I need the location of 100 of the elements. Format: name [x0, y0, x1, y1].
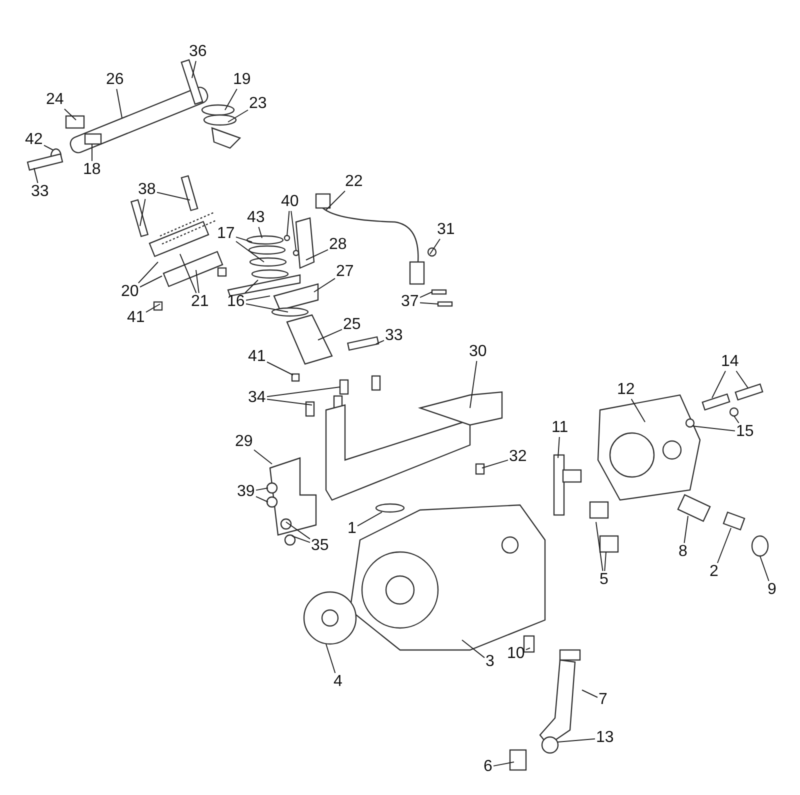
callout-number: 4	[332, 673, 344, 691]
leader-line	[318, 328, 342, 340]
callout-number: 26	[105, 71, 125, 89]
callout-number: 13	[595, 729, 615, 747]
callout-number: 2	[708, 563, 720, 581]
leader-line	[430, 238, 440, 254]
leader-line	[236, 240, 264, 262]
leader-line	[736, 370, 748, 388]
leader-line	[420, 302, 438, 304]
callout-number: 12	[616, 381, 636, 399]
callout-number: 40	[280, 193, 300, 211]
leader-line	[44, 144, 54, 150]
leader-line	[254, 449, 272, 464]
leader-line	[526, 648, 530, 650]
callout-number: 8	[678, 543, 688, 561]
callout-number: 16	[226, 293, 246, 311]
callout-number: 7	[598, 691, 608, 709]
leader-line	[292, 536, 310, 543]
callout-number: 11	[550, 419, 570, 437]
leader-line	[256, 488, 268, 491]
callout-number: 27	[335, 263, 355, 281]
leader-line	[493, 762, 514, 766]
callout-number: 38	[137, 181, 157, 199]
leader-line	[582, 690, 598, 698]
leader-line	[246, 296, 270, 301]
callout-number: 35	[310, 537, 330, 555]
callout-number: 17	[216, 225, 236, 243]
leader-line	[224, 88, 238, 110]
callout-number: 33	[384, 327, 404, 345]
leader-line	[180, 254, 197, 294]
leader-line	[558, 738, 596, 742]
leader-line	[482, 460, 508, 468]
callout-number: 36	[188, 43, 208, 61]
callout-number: 6	[482, 758, 494, 776]
callout-number: 24	[45, 91, 65, 109]
leader-line	[604, 552, 606, 572]
leader-line	[156, 192, 190, 200]
leader-line	[290, 210, 296, 250]
callout-number: 39	[236, 483, 256, 501]
callout-number: 25	[342, 316, 362, 334]
callout-number: 21	[190, 293, 210, 311]
callout-number: 15	[735, 423, 755, 441]
leader-line	[712, 370, 726, 398]
leader-line	[116, 88, 122, 118]
leader-line	[326, 190, 346, 210]
callout-number: 37	[400, 293, 420, 311]
leader-line	[596, 522, 604, 572]
leader-line	[630, 398, 646, 422]
leader-line	[314, 278, 336, 292]
leader-line	[140, 276, 162, 288]
leader-line	[286, 522, 310, 540]
callout-number: 23	[248, 95, 268, 113]
callout-number: 28	[328, 236, 348, 254]
leader-line	[236, 236, 252, 242]
leader-line	[470, 360, 478, 408]
callout-number: 41	[247, 348, 267, 366]
leader-line	[306, 249, 328, 260]
callout-number: 29	[234, 433, 254, 451]
leader-line	[258, 226, 262, 238]
leader-line	[462, 640, 485, 658]
callout-number: 32	[508, 448, 528, 466]
callout-number: 42	[24, 131, 44, 149]
callout-number: 43	[246, 209, 266, 227]
leader-line	[140, 198, 146, 226]
leader-line	[266, 362, 294, 376]
leader-line	[716, 528, 732, 564]
callout-number: 31	[436, 221, 456, 239]
callout-number: 10	[506, 645, 526, 663]
callout-number: 9	[766, 581, 778, 599]
callout-number: 34	[247, 389, 267, 407]
callout-number: 5	[598, 571, 610, 589]
callout-number: 33	[30, 183, 50, 201]
leader-line	[760, 556, 770, 582]
leader-line	[357, 512, 382, 526]
leader-line	[228, 110, 248, 122]
leader-line	[246, 303, 288, 312]
leader-line	[256, 496, 268, 502]
callout-number: 18	[82, 161, 102, 179]
leader-line	[146, 304, 160, 313]
leader-line	[558, 436, 560, 458]
callout-number: 3	[484, 653, 496, 671]
leader-line	[376, 340, 384, 344]
leader-line	[684, 516, 688, 544]
leader-line	[244, 280, 258, 294]
leader-line	[266, 386, 340, 398]
leader-line	[196, 270, 200, 294]
leader-line	[692, 426, 736, 432]
leader-line	[192, 60, 196, 78]
leader-line	[64, 108, 76, 120]
leader-line	[326, 644, 336, 674]
callout-number: 41	[126, 309, 146, 327]
callout-number: 20	[120, 283, 140, 301]
callout-number: 30	[468, 343, 488, 361]
leader-line	[266, 398, 312, 406]
leader-line	[138, 262, 158, 284]
leader-line	[420, 292, 432, 298]
callout-number: 1	[346, 520, 358, 538]
leader-line	[286, 210, 290, 236]
leader-line	[34, 168, 38, 184]
callout-number: 22	[344, 173, 364, 191]
